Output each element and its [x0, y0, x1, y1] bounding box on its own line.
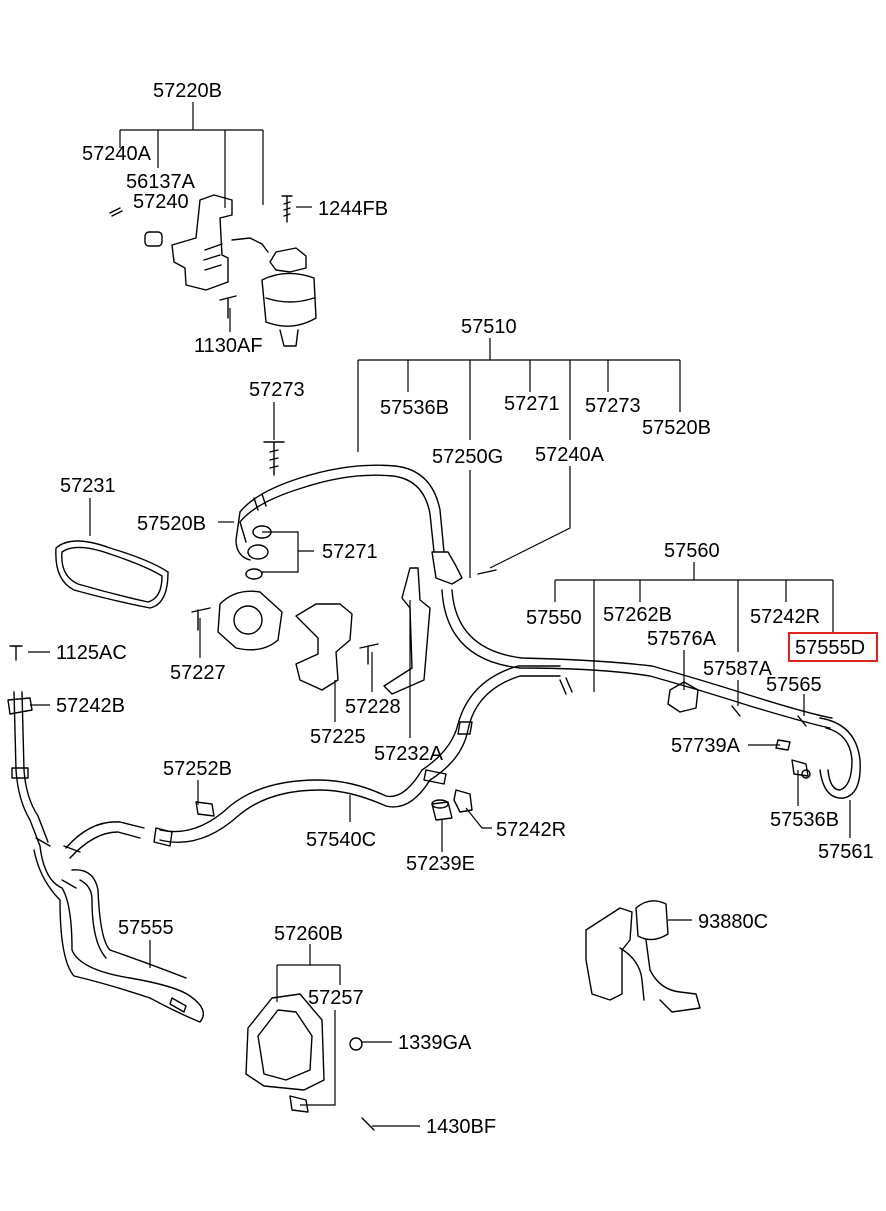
label-57271-top: 57271 [504, 393, 560, 415]
label-57555D[interactable]: 57555D [795, 637, 865, 659]
label-57228: 57228 [345, 696, 401, 718]
label-57536B-bottom: 57536B [770, 809, 839, 831]
label-57240: 57240 [133, 191, 189, 213]
label-57242B: 57242B [56, 695, 125, 717]
label-57565: 57565 [766, 674, 822, 696]
belt-57231 [55, 540, 169, 609]
label-57232A: 57232A [374, 743, 444, 765]
highlight-box-57555D [788, 632, 878, 662]
label-57240A-mid: 57240A [535, 444, 605, 466]
label-57239E: 57239E [406, 853, 475, 875]
label-57510: 57510 [461, 316, 517, 338]
label-57561: 57561 [818, 841, 874, 863]
label-57520B-right: 57520B [642, 417, 711, 439]
cover-57260B [245, 993, 375, 1131]
pump-57225 [191, 590, 379, 691]
label-57250G: 57250G [432, 446, 503, 468]
part-labels: 57220B 57240A 56137A 57240 1244FB 1130AF… [56, 80, 878, 1138]
leader-lines [28, 102, 851, 1127]
label-1130AF: 1130AF [194, 335, 263, 357]
label-57242R-top: 57242R [750, 606, 820, 628]
label-57225: 57225 [310, 726, 366, 748]
label-57231: 57231 [60, 475, 116, 497]
label-57273-top: 57273 [585, 395, 641, 417]
label-57536B-top: 57536B [380, 397, 449, 419]
label-57220B: 57220B [153, 80, 222, 102]
label-57550: 57550 [526, 607, 582, 629]
label-57273-left: 57273 [249, 379, 305, 401]
suction-line-57242B [7, 645, 49, 847]
label-57540C: 57540C [306, 829, 376, 851]
label-57587A: 57587A [703, 658, 773, 680]
label-57242R-mid: 57242R [496, 819, 566, 841]
pressure-hose-assembly [235, 464, 833, 729]
label-1244FB: 1244FB [318, 198, 388, 220]
return-hose-57555 [33, 821, 204, 1023]
label-57555: 57555 [118, 917, 174, 939]
label-1430BF: 1430BF [426, 1116, 496, 1138]
label-57739A: 57739A [671, 735, 741, 757]
label-57262B: 57262B [603, 604, 672, 626]
reservoir-assembly [109, 194, 317, 347]
label-57257: 57257 [308, 987, 364, 1009]
sensor-93880C [585, 900, 701, 1013]
label-57560: 57560 [664, 540, 720, 562]
bolt-57273 [263, 441, 285, 476]
washers-57271 [245, 525, 272, 580]
label-1339GA: 1339GA [398, 1032, 472, 1054]
label-1125AC: 1125AC [56, 642, 127, 664]
hose-57540C [153, 665, 561, 847]
label-57260B: 57260B [274, 923, 343, 945]
clamp-57239E-57242R [431, 789, 473, 821]
cooler-lines-57561 [775, 717, 861, 799]
label-57271-left: 57271 [322, 541, 378, 563]
label-57576A: 57576A [647, 628, 717, 650]
label-57520B-left: 57520B [137, 513, 206, 535]
bracket-57232A [383, 567, 431, 695]
label-93880C: 93880C [698, 911, 768, 933]
label-57227: 57227 [170, 662, 226, 684]
label-57240A-top: 57240A [82, 143, 152, 165]
label-56137A: 56137A [126, 171, 196, 193]
label-57252B: 57252B [163, 758, 232, 780]
